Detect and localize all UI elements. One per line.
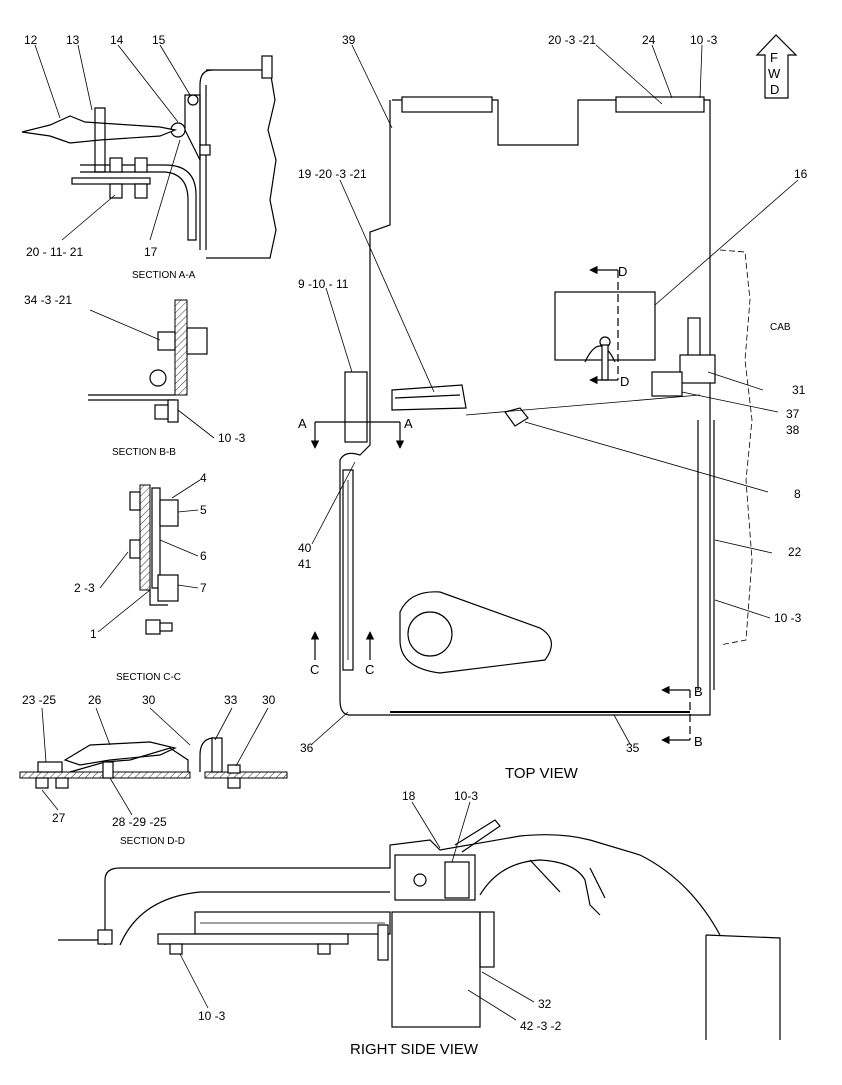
section-d-d <box>19 737 288 789</box>
callout-9-10-11: 9 -10 - 11 <box>298 277 349 291</box>
callout-41: 41 <box>298 557 312 571</box>
callout-26: 26 <box>88 693 102 707</box>
callout-30-a: 30 <box>142 693 156 707</box>
fwd-letter-d: D <box>770 82 779 97</box>
callout-10-3-right: 10 -3 <box>774 611 802 625</box>
callout-19-20-3-21: 19 -20 -3 -21 <box>298 167 367 181</box>
callout-14: 14 <box>110 33 124 47</box>
callout-40: 40 <box>298 541 312 555</box>
section-b-b-title: SECTION B-B <box>112 447 176 458</box>
callout-7: 7 <box>200 581 207 595</box>
callout-39: 39 <box>342 33 356 47</box>
callout-28-29-25: 28 -29 -25 <box>112 815 167 829</box>
callout-15: 15 <box>152 33 166 47</box>
section-mark-c-left: C <box>310 662 319 677</box>
section-mark-d-bottom: D <box>620 374 629 389</box>
callout-2-3: 2 -3 <box>74 581 95 595</box>
callout-30-b: 30 <box>262 693 276 707</box>
section-c-c-title: SECTION C-C <box>116 672 181 683</box>
callout-8: 8 <box>794 487 801 501</box>
callout-4: 4 <box>200 471 207 485</box>
right-side-view-title: RIGHT SIDE VIEW <box>350 1041 479 1058</box>
callout-24: 24 <box>642 33 656 47</box>
callout-31: 31 <box>792 383 806 397</box>
section-a-a-title: SECTION A-A <box>132 270 196 281</box>
callout-33: 33 <box>224 693 238 707</box>
section-d-d-title: SECTION D-D <box>120 836 185 847</box>
callout-27: 27 <box>52 811 66 825</box>
fwd-letter-f: F <box>770 50 778 65</box>
top-view-title: TOP VIEW <box>505 765 579 782</box>
section-mark-d-top: D <box>618 264 627 279</box>
callout-6: 6 <box>200 549 207 563</box>
callout-13: 13 <box>66 33 80 47</box>
section-mark-c-right: C <box>365 662 374 677</box>
callout-20-3-21: 20 -3 -21 <box>548 33 596 47</box>
fwd-letter-w: W <box>768 66 781 81</box>
callout-20-11-21: 20 - 11- 21 <box>26 245 83 259</box>
section-b-b <box>88 299 208 423</box>
callout-34-3-21: 34 -3 -21 <box>24 293 72 307</box>
callout-10-3-b: 10 -3 <box>218 431 246 445</box>
callout-17: 17 <box>144 245 158 259</box>
section-mark-b-top: B <box>694 684 703 699</box>
callout-38: 38 <box>786 423 800 437</box>
callout-36: 36 <box>300 741 314 755</box>
callout-16: 16 <box>794 167 808 181</box>
right-side-view <box>58 819 781 1040</box>
callout-12: 12 <box>24 33 38 47</box>
section-mark-a-left: A <box>298 416 307 431</box>
callout-1: 1 <box>90 627 97 641</box>
callout-5: 5 <box>200 503 207 517</box>
callout-10-3-bottom: 10 -3 <box>198 1009 226 1023</box>
section-a-a <box>21 55 277 259</box>
callout-10-3-top: 10 -3 <box>690 33 718 47</box>
callout-42-3-2: 42 -3 -2 <box>520 1019 562 1033</box>
callout-32: 32 <box>538 997 552 1011</box>
section-mark-b-bottom: B <box>694 734 703 749</box>
callout-23-25: 23 -25 <box>22 693 56 707</box>
section-c-c <box>129 484 179 635</box>
section-cut-marks <box>310 265 691 745</box>
fwd-arrow <box>755 34 798 99</box>
callout-35: 35 <box>626 741 640 755</box>
callout-37: 37 <box>786 407 800 421</box>
callout-10-3-side: 10-3 <box>454 789 478 803</box>
top-view <box>339 96 753 716</box>
callout-18: 18 <box>402 789 416 803</box>
callout-22: 22 <box>788 545 802 559</box>
cab-label: CAB <box>770 322 791 333</box>
section-mark-a-right: A <box>404 416 413 431</box>
